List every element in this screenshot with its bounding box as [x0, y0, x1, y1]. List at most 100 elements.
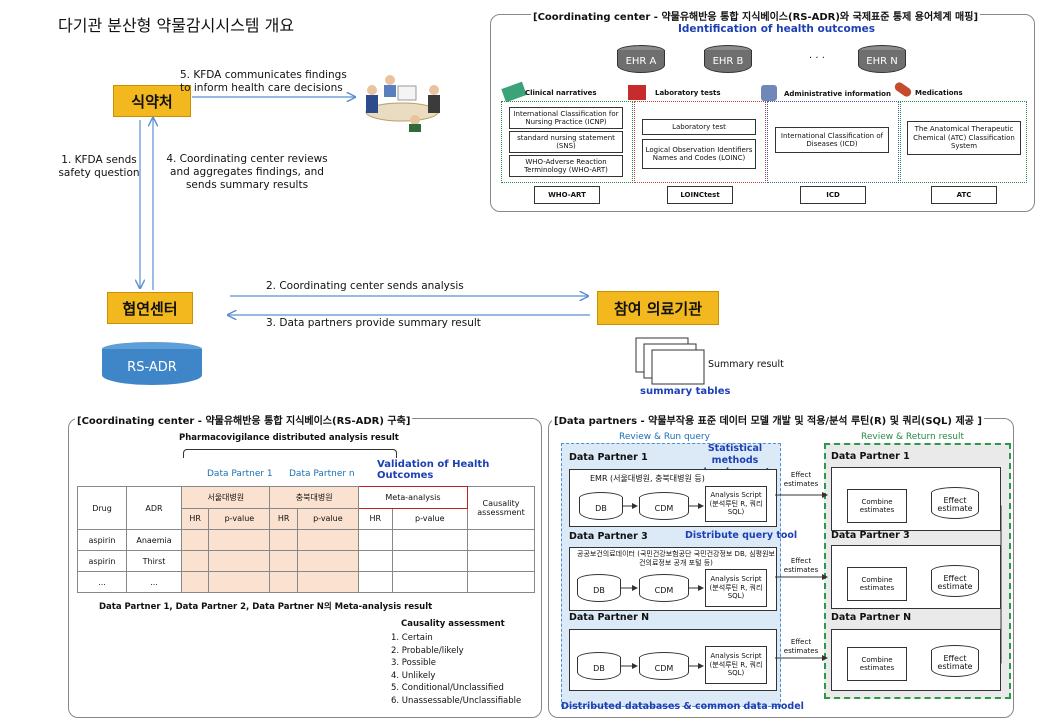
icd-box: International Classification of Diseases… [775, 127, 889, 153]
effect-estimate-n: Effect estimate [931, 645, 979, 677]
category-lab: Laboratory tests [655, 89, 721, 97]
category-admin: Administrative information [784, 90, 891, 98]
loinc-box: Logical Observation Identifiers Names an… [642, 139, 756, 169]
data-partners-panel: [Data partners - 약물부작용 표준 데이터 모델 개발 및 적용… [548, 412, 1014, 718]
review-run-label: Review & Run query [619, 432, 710, 442]
summary-result-label: Summary result [708, 359, 784, 370]
list-item: 3. Possible [391, 658, 437, 668]
right-dpn-title: Data Partner N [831, 612, 912, 623]
data-partner-1-label: Data Partner 1 [207, 469, 273, 479]
pv-meta: p-value [391, 507, 469, 530]
left-dp1-title: Data Partner 1 [569, 452, 648, 463]
adr-header: ADR [126, 486, 182, 530]
hr-1: HR [180, 507, 210, 530]
page-title: 다기관 분산형 약물감시시스템 개요 [58, 16, 295, 35]
category-clinical: Clinical narratives [525, 89, 597, 97]
db-1: DB [579, 492, 623, 520]
effect-estimates-1: Effect estimates [783, 471, 819, 488]
atc-box: The Anatomical Therapeutic Chemical (ATC… [907, 121, 1021, 155]
mapping-panel: [Coordinating center - 약물유해반응 통합 지식베이스(R… [490, 8, 1035, 212]
ehr-ellipsis: · · · [809, 53, 825, 64]
who-art-box: WHO-Adverse Reaction Terminology (WHO-AR… [509, 155, 623, 177]
list-item: 2. Probable/likely [391, 645, 464, 656]
med-column [900, 101, 1027, 183]
meta-analysis-note: Data Partner 1, Data Partner 2, Data Par… [99, 602, 433, 612]
cdm-1: CDM [639, 492, 689, 520]
flow-2-label: 2. Coordinating center sends analysis [266, 280, 464, 292]
footer-label: Distributed databases & common data mode… [561, 701, 804, 712]
partners-box: 참여 의료기관 [597, 291, 719, 325]
review-return-label: Review & Return result [861, 432, 965, 442]
left-dp3-title: Data Partner 3 [569, 531, 648, 542]
kfda-box: 식약처 [113, 85, 191, 117]
rsadr-panel-title: [Coordinating center - 약물유해반응 통합 지식베이스(R… [75, 412, 413, 427]
db-3: DB [577, 574, 621, 602]
meeting-illustration [365, 75, 440, 132]
partner-brace [183, 449, 397, 458]
summary-tables-label: summary tables [640, 386, 731, 397]
who-art-label: WHO-ART [534, 186, 600, 204]
flow-5-label: 5. KFDA communicates findings to inform … [180, 69, 347, 94]
right-dp3-title: Data Partner 3 [831, 530, 910, 541]
meta-header: Meta-analysis [357, 486, 469, 509]
hospital-1-header: 서울대병원 [180, 486, 271, 509]
mapping-title: [Coordinating center - 약물유해반응 통합 지식베이스(R… [531, 8, 981, 23]
db-n: DB [577, 652, 621, 680]
lab-column [634, 101, 766, 183]
clinical-column [501, 101, 633, 183]
ehr-n-db: EHR N [858, 45, 906, 73]
effect-estimate-1: Effect estimate [931, 487, 979, 519]
script-3: Analysis Script (분석루틴 R, 쿼리 SQL) [705, 569, 767, 607]
rsadr-subtitle: Pharmacovigilance distributed analysis r… [179, 433, 399, 443]
causality-title: Causality assessment [401, 619, 505, 629]
script-1: Analysis Script (분석루틴 R, 쿼리 SQL) [705, 486, 767, 522]
drug-header: Drug [77, 486, 127, 530]
validation-label: Validation of Health Outcomes [377, 459, 490, 481]
flow-4-label: 4. Coordinating center reviews and aggre… [166, 153, 328, 191]
list-item: 1. Certain [391, 633, 433, 643]
flow-3-label: 3. Data partners provide summary result [266, 317, 481, 329]
lab-icon [628, 85, 646, 100]
rsadr-panel: [Coordinating center - 약물유해반응 통합 지식베이스(R… [68, 412, 542, 718]
icd-label: ICD [800, 186, 866, 204]
list-item: 6. Unassessable/Unclassifiable [391, 695, 522, 706]
effect-estimate-3: Effect estimate [931, 565, 979, 597]
icnp-box: International Classification for Nursing… [509, 107, 623, 129]
pv-2: p-value [296, 507, 359, 530]
coordinating-center-box: 협연센터 [107, 292, 193, 324]
mapping-subtitle: Identification of health outcomes [678, 23, 876, 35]
admin-column [767, 101, 899, 183]
causality-header: Causality assessment [467, 486, 535, 530]
atc-label: ATC [931, 186, 997, 204]
loinc-label: LOINCtest [667, 186, 733, 204]
left-dpn-title: Data Partner N [569, 612, 650, 623]
causality-list: 1. Certain 2. Probable/likely 3. Possibl… [391, 632, 521, 707]
effect-estimates-n: Effect estimates [783, 638, 819, 655]
pill-icon [893, 80, 913, 99]
effect-estimates-3: Effect estimates [783, 557, 819, 574]
combine-n: Combine estimates [847, 647, 907, 681]
hospital-2-header: 충북대병원 [269, 486, 359, 509]
data-partner-n-label: Data Partner n [289, 469, 355, 479]
combine-1: Combine estimates [847, 489, 907, 523]
pv-1: p-value [208, 507, 271, 530]
hr-meta: HR [357, 507, 393, 530]
distribute-query-label: Distribute query tool [685, 530, 798, 541]
ehr-b-db: EHR B [704, 45, 752, 73]
rs-adr-database: RS-ADR [102, 342, 202, 388]
lab-test-box: Laboratory test [642, 119, 756, 135]
right-dp1-title: Data Partner 1 [831, 451, 910, 462]
dp-panel-title: [Data partners - 약물부작용 표준 데이터 모델 개발 및 적용… [552, 412, 984, 427]
category-med: Medications [915, 89, 963, 97]
results-table: Drug ADR 서울대병원 충북대병원 Meta-analysis Causa… [77, 486, 535, 593]
admin-icon [761, 85, 777, 101]
clipboard-icon [501, 81, 527, 103]
cdm-n: CDM [639, 652, 689, 680]
combine-3: Combine estimates [847, 567, 907, 601]
sns-box: standard nursing statement (SNS) [509, 131, 623, 153]
list-item: 4. Unlikely [391, 670, 436, 681]
table-row: ...... [77, 571, 535, 593]
